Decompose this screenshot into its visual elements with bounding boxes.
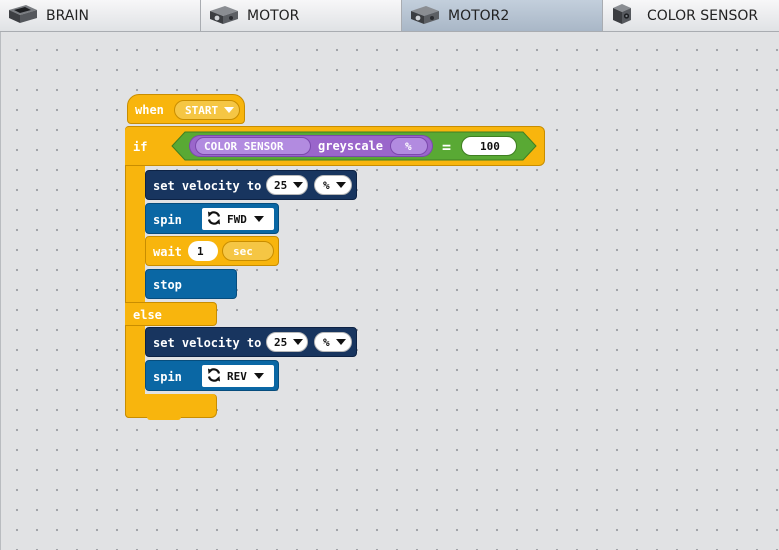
if-else-block[interactable]: [125, 126, 145, 418]
color-sensor-reporter[interactable]: COLOR SENSOR greyscale %: [189, 135, 433, 157]
chevron-down-icon: [224, 107, 235, 113]
stop-label: stop: [153, 278, 182, 292]
bottom-notch: [147, 416, 181, 420]
velocity-input[interactable]: 25: [266, 175, 308, 195]
else-section[interactable]: else: [125, 302, 217, 326]
set-velocity-label: set velocity to: [153, 336, 262, 350]
chevron-down-icon: [253, 216, 264, 222]
spin-label: spin: [153, 370, 182, 384]
chevron-down-icon: [293, 339, 304, 345]
chevron-down-icon: [335, 339, 346, 345]
wait-unit-select[interactable]: sec: [222, 241, 274, 261]
event-dropdown[interactable]: START: [174, 100, 240, 120]
chevron-down-icon: [253, 373, 264, 379]
property-label: greyscale: [318, 139, 384, 153]
compare-value-input[interactable]: 100: [461, 136, 517, 156]
stop-block[interactable]: stop: [145, 269, 237, 299]
code-workspace[interactable]: when START if COLOR SENSOR greyscale % =…: [0, 32, 779, 550]
wait-duration-input[interactable]: 1: [188, 241, 218, 261]
chevron-down-icon: [293, 182, 304, 188]
motor-icon: [207, 2, 241, 30]
brain-icon: [6, 2, 40, 30]
tab-label: BRAIN: [46, 7, 89, 24]
spin-label: spin: [153, 213, 182, 227]
device-tab-bar: BRAIN MOTOR MOTOR2: [0, 0, 779, 32]
when-event-block[interactable]: when START: [127, 94, 245, 124]
chevron-down-icon: [335, 182, 346, 188]
sensor-select[interactable]: COLOR SENSOR: [195, 137, 311, 155]
motor-icon: [408, 2, 442, 30]
tab-label: COLOR SENSOR: [647, 7, 759, 24]
set-velocity-block[interactable]: set velocity to 25 %: [145, 170, 357, 200]
velocity-unit-select[interactable]: %: [314, 332, 352, 352]
set-velocity-label: set velocity to: [153, 179, 262, 193]
unit-select[interactable]: %: [390, 137, 428, 155]
rotate-icon: [206, 367, 222, 386]
tab-label: MOTOR2: [448, 7, 510, 24]
else-spin-block[interactable]: spin REV: [145, 360, 279, 391]
rotate-icon: [206, 210, 222, 229]
spin-direction-select[interactable]: REV: [202, 365, 274, 387]
tab-motor[interactable]: MOTOR: [201, 0, 402, 31]
when-label: when: [135, 103, 164, 117]
spin-block[interactable]: spin FWD: [145, 203, 279, 234]
velocity-unit-select[interactable]: %: [314, 175, 352, 195]
velocity-input[interactable]: 25: [266, 332, 308, 352]
equals-sign: =: [442, 138, 452, 156]
if-label: if: [133, 140, 148, 154]
spin-direction-select[interactable]: FWD: [202, 208, 274, 230]
wait-block[interactable]: wait 1 sec: [145, 236, 279, 266]
color-sensor-icon: [611, 2, 633, 30]
tab-brain[interactable]: BRAIN: [0, 0, 201, 31]
wait-label: wait: [153, 245, 182, 259]
if-else-bottom[interactable]: [125, 394, 217, 418]
else-set-velocity-block[interactable]: set velocity to 25 %: [145, 327, 357, 357]
tab-label: MOTOR: [247, 7, 300, 24]
else-label: else: [133, 308, 162, 322]
tab-color-sensor[interactable]: COLOR SENSOR: [603, 0, 779, 31]
tab-motor2[interactable]: MOTOR2: [402, 0, 603, 31]
